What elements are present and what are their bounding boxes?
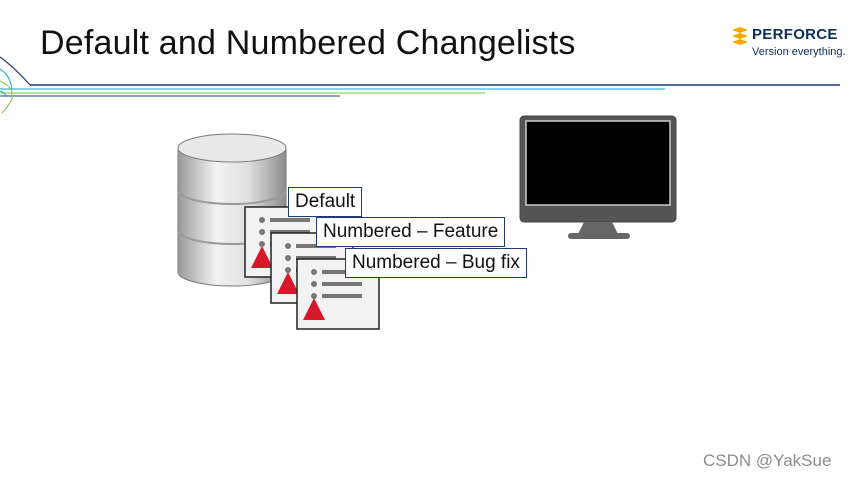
- changelist-label-feature: Numbered – Feature: [316, 217, 506, 247]
- perforce-logo-mark-icon: [732, 27, 748, 45]
- slide-title: Default and Numbered Changelists: [40, 24, 576, 62]
- changelist-label-default: Default: [288, 187, 363, 217]
- monitor-icon: [519, 115, 677, 239]
- watermark-text: CSDN @YakSue: [703, 451, 832, 470]
- header-divider-lines: [0, 56, 840, 114]
- changelist-label-bugfix: Numbered – Bug fix: [345, 248, 527, 278]
- perforce-logo: PERFORCE Version everything.: [730, 26, 846, 64]
- logo-brand-name: PERFORCE: [752, 26, 838, 43]
- logo-tagline: Version everything.: [752, 46, 846, 58]
